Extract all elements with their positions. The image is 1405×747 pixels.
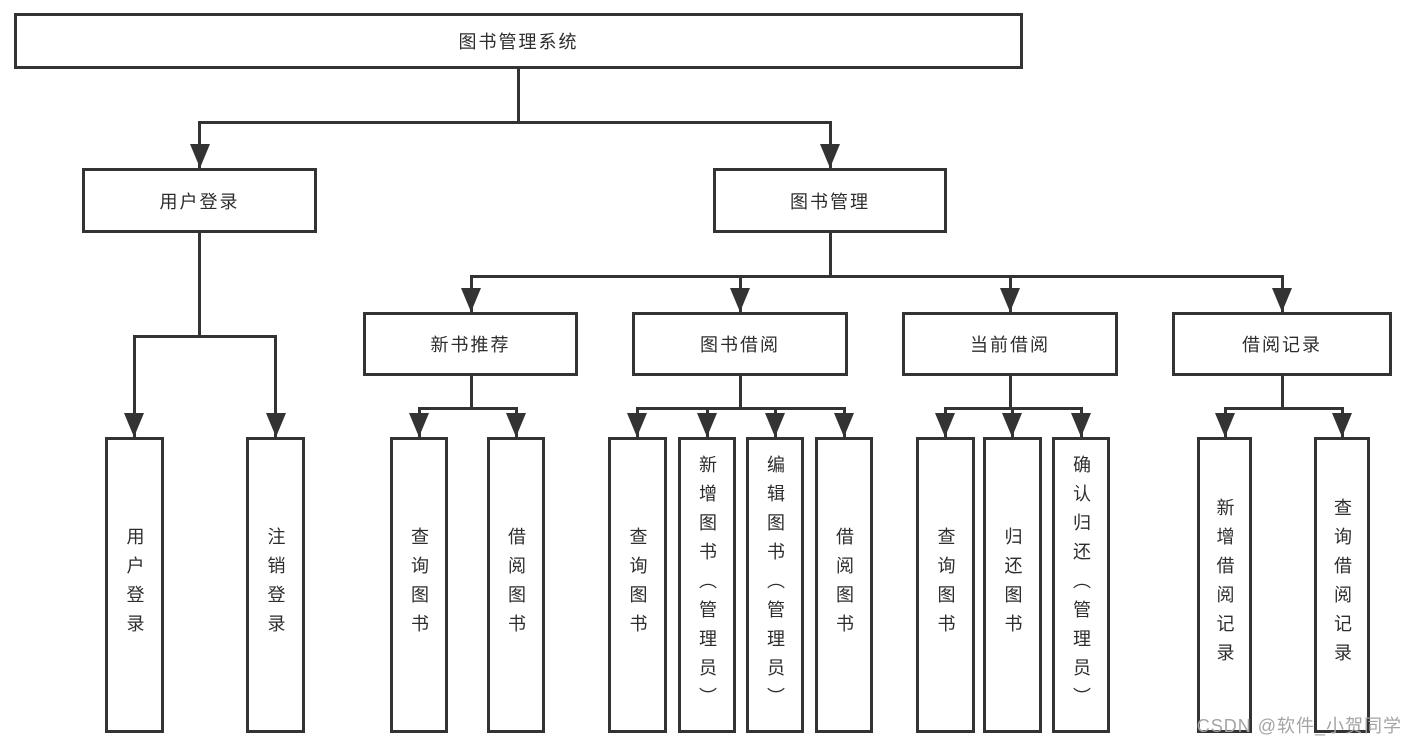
csdn-watermark: CSDN @软件_小贺同学 [1196, 716, 1402, 736]
leaf-label: 新增图书（管理员） [697, 454, 717, 716]
node-book-management: 图书管理 [713, 168, 947, 233]
arrowhead-down-icon [765, 413, 785, 437]
node-label: 图书管理 [790, 191, 870, 212]
arrowhead-down-icon [730, 288, 750, 312]
leaf-edit-book-admin: 编辑图书（管理员） [746, 437, 804, 733]
leaf-query-books-borrow: 查询图书 [608, 437, 667, 733]
leaf-user-login: 用户登录 [105, 437, 164, 733]
connector-trunk [1281, 376, 1284, 407]
node-current-borrow: 当前借阅 [902, 312, 1118, 376]
node-label: 新书推荐 [430, 335, 511, 355]
node-book-borrow: 图书借阅 [632, 312, 848, 376]
connector-bus [636, 407, 846, 410]
arrowhead-down-icon [697, 413, 717, 437]
connector-userlogin-bus [133, 335, 277, 338]
leaf-query-borrow-record: 查询借阅记录 [1314, 437, 1370, 733]
leaf-borrow-books: 借阅图书 [815, 437, 873, 733]
leaf-label: 借阅图书 [834, 527, 854, 643]
leaf-label: 查询图书 [935, 527, 956, 643]
node-label: 图书管理系统 [458, 32, 579, 52]
arrowhead-down-icon [409, 413, 429, 437]
arrowhead-down-icon [1071, 413, 1091, 437]
node-borrow-records: 借阅记录 [1172, 312, 1392, 376]
arrowhead-down-icon [834, 413, 854, 437]
connector-bookmgmt-trunk [829, 233, 832, 275]
arrowhead-down-icon [935, 413, 955, 437]
connector-trunk [739, 376, 742, 407]
connector-trunk [1009, 376, 1012, 407]
connector-root-trunk [517, 69, 520, 124]
leaf-label: 新增借阅记录 [1214, 498, 1235, 672]
arrowhead-down-icon [1002, 413, 1022, 437]
arrowhead-down-icon [124, 413, 144, 437]
node-label: 借阅记录 [1242, 335, 1322, 355]
leaf-label: 查询图书 [627, 527, 648, 643]
node-new-book-recommend: 新书推荐 [363, 312, 578, 376]
leaf-confirm-return-admin: 确认归还（管理员） [1052, 437, 1110, 733]
connector-bus [418, 407, 517, 410]
leaf-label: 归还图书 [1002, 527, 1023, 643]
leaf-return-book: 归还图书 [983, 437, 1042, 733]
leaf-query-books-recommend: 查询图书 [390, 437, 448, 733]
connector-bookmgmt-bus [470, 275, 1283, 278]
leaf-query-books-current: 查询图书 [916, 437, 975, 733]
node-user-login: 用户登录 [82, 168, 317, 233]
connector-drop [133, 335, 136, 437]
arrowhead-down-icon [190, 144, 210, 168]
connector-bus [1224, 407, 1344, 410]
arrowhead-down-icon [820, 144, 840, 168]
leaf-logout: 注销登录 [246, 437, 305, 733]
arrowhead-down-icon [627, 413, 647, 437]
arrowhead-down-icon [266, 413, 286, 437]
leaf-add-book-admin: 新增图书（管理员） [678, 437, 736, 733]
connector-userlogin-trunk [198, 233, 201, 335]
node-label: 用户登录 [159, 191, 240, 212]
node-label: 当前借阅 [970, 335, 1050, 355]
leaf-label: 确认归还（管理员） [1071, 454, 1091, 716]
leaf-label: 借阅图书 [506, 527, 526, 643]
connector-root-bus [198, 121, 832, 124]
leaf-label: 查询借阅记录 [1332, 498, 1352, 672]
arrowhead-down-icon [1000, 288, 1020, 312]
leaf-label: 注销登录 [265, 527, 286, 643]
leaf-label: 用户登录 [124, 527, 145, 643]
arrowhead-down-icon [461, 288, 481, 312]
leaf-borrow-books-recommend: 借阅图书 [487, 437, 545, 733]
arrowhead-down-icon [1272, 288, 1292, 312]
arrowhead-down-icon [1215, 413, 1235, 437]
connector-trunk [470, 376, 473, 407]
arrowhead-down-icon [506, 413, 526, 437]
node-library-system: 图书管理系统 [14, 13, 1023, 69]
connector-drop [274, 335, 277, 437]
leaf-label: 编辑图书（管理员） [765, 454, 785, 716]
node-label: 图书借阅 [700, 335, 780, 355]
leaf-label: 查询图书 [409, 527, 429, 643]
leaf-add-borrow-record: 新增借阅记录 [1197, 437, 1252, 733]
arrowhead-down-icon [1332, 413, 1352, 437]
